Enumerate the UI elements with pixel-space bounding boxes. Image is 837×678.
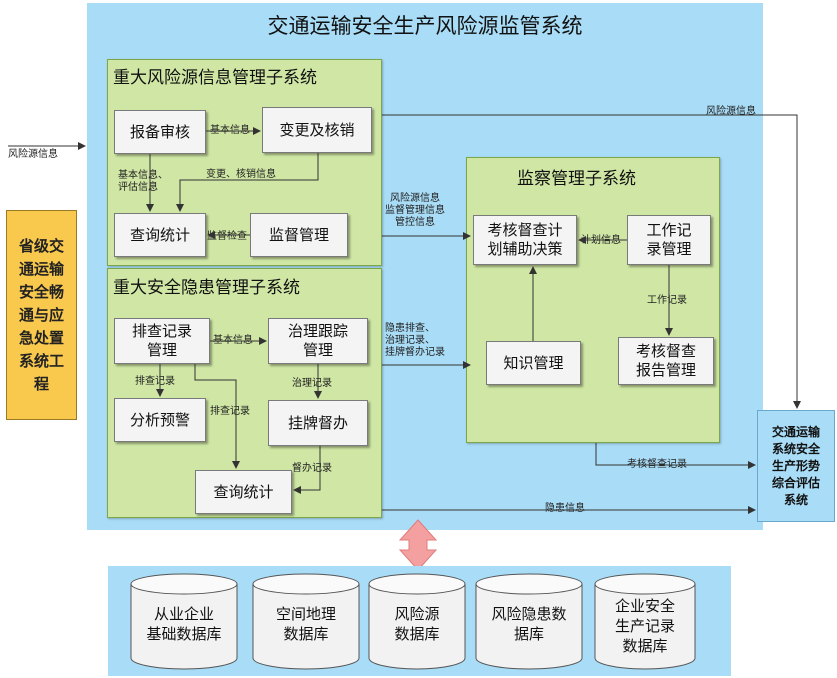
oversight-subsystem [466, 157, 720, 443]
database-label: 风险隐患数 据库 [491, 605, 567, 643]
risk-source-subsystem-title: 重大风险源信息管理子系统 [113, 68, 317, 88]
label-to-oversight-top: 风险源信息 监督管理信息 管控信息 [385, 193, 445, 228]
hazard-query-stats-box: 查询统计 [195, 470, 292, 514]
label-to-oversight-bottom: 隐患排查、 治理记录、 挂牌督办记录 [385, 323, 445, 358]
database-label: 企业安全 生产记录 数据库 [614, 597, 675, 655]
db-exchange-arrow [398, 519, 438, 571]
system-title: 交通运输安全生产风险源监管系统 [267, 14, 583, 38]
database-label: 从业企业 基础数据库 [146, 605, 222, 643]
listing-supervision-box: 挂牌督办 [268, 400, 368, 446]
oversight-subsystem-title: 监察管理子系统 [517, 169, 636, 189]
database-risk-source: 风险源 数据库 [367, 572, 467, 672]
database-enterprise: 从业企业 基础数据库 [129, 572, 239, 672]
label-supervise-record: 督办记录 [292, 463, 332, 474]
work-record-box: 工作记 录管理 [627, 215, 711, 265]
label-risk-source-in: 风险源信息 [8, 149, 58, 160]
database-label: 风险源 数据库 [394, 605, 440, 643]
label-inspect-record-2: 排查记录 [210, 406, 250, 417]
change-cancel-box: 变更及核销 [262, 107, 372, 153]
label-work-record: 工作记录 [647, 295, 687, 306]
database-hazard: 风险隐患数 据库 [474, 572, 584, 672]
hazard-subsystem-title: 重大安全隐患管理子系统 [113, 278, 300, 298]
label-risk-source-out: 风险源信息 [706, 106, 756, 117]
analysis-warning-box: 分析预警 [114, 398, 206, 442]
label-supervise-check: 监督检查 [207, 231, 247, 242]
inspection-record-box: 排查记录 管理 [114, 318, 210, 364]
supervision-box: 监督管理 [250, 213, 348, 257]
database-safety-record: 企业安全 生产记录 数据库 [593, 572, 697, 672]
assessment-system-box: 交通运输 系统安全 生产形势 综合评估 系统 [757, 410, 835, 522]
label-hazard-info: 隐患信息 [545, 503, 585, 514]
label-change-cancel-info: 变更、核销信息 [206, 169, 276, 180]
risk-query-stats-box: 查询统计 [114, 213, 206, 257]
plan-decision-box: 考核督查计 划辅助决策 [473, 215, 577, 265]
governance-tracking-box: 治理跟踪 管理 [268, 318, 368, 364]
provincial-system-box: 省级交 通运输 安全畅 通与应 急处置 系统工 程 [6, 210, 77, 420]
database-label: 空间地理 数据库 [275, 605, 336, 643]
database-geo: 空间地理 数据库 [251, 572, 361, 672]
exam-report-box: 考核督查 报告管理 [618, 337, 714, 385]
label-inspect-record-1: 排查记录 [135, 376, 175, 387]
label-basic-eval-info: 基本信息、 评估信息 [118, 170, 168, 193]
knowledge-box: 知识管理 [486, 341, 581, 385]
label-govern-record: 治理记录 [292, 378, 332, 389]
filing-review-box: 报备审核 [114, 110, 206, 154]
